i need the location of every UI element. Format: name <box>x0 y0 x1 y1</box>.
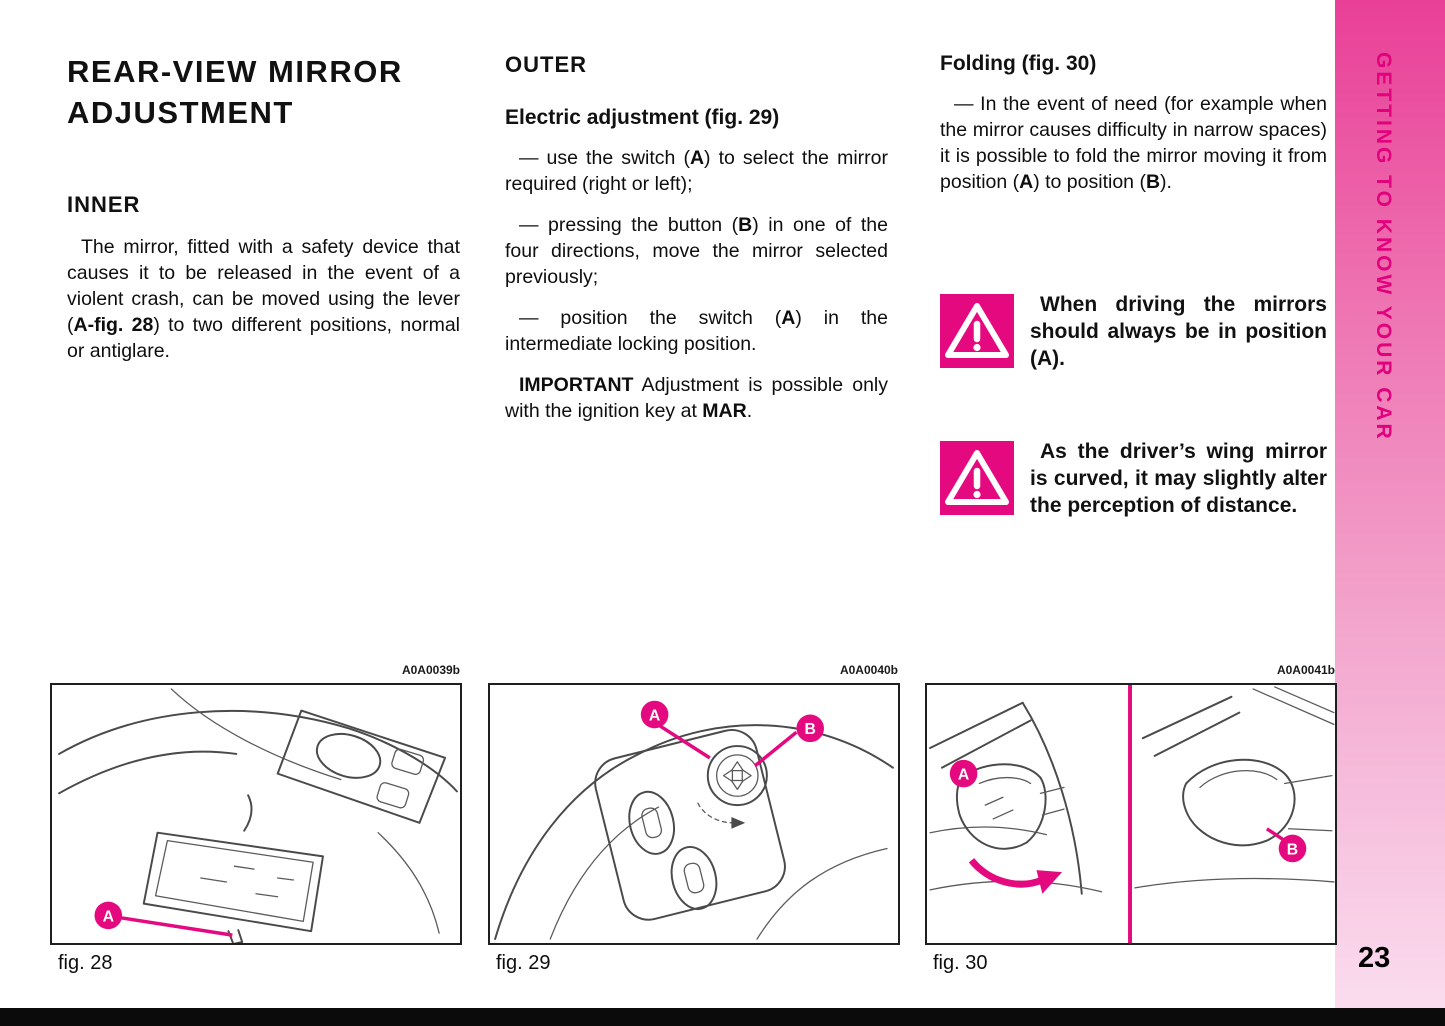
callout-a: A <box>949 759 978 788</box>
electric-adjustment-heading: Electric adjustment (fig. 29) <box>505 106 780 129</box>
folding-paragraph: — In the event of need (for example when… <box>940 93 1327 193</box>
callout-a-label: A <box>958 767 969 784</box>
callout-b: B <box>753 714 824 768</box>
warning-text-2: As the driver’s wing mirror is curved, i… <box>1030 440 1327 517</box>
figure-29-caption: fig. 29 <box>496 952 551 974</box>
figure-29-frame: A B <box>488 683 900 945</box>
folded-mirror-view <box>929 701 1103 895</box>
chapter-tab-label: GETTING TO KNOW YOUR CAR <box>1372 52 1395 442</box>
switch-plate <box>594 729 786 921</box>
figure-30-caption: fig. 30 <box>933 952 988 974</box>
divider-line <box>1128 685 1132 943</box>
callout-b-label: B <box>805 721 816 738</box>
warning-note-2: As the driver’s wing mirror is curved, i… <box>940 438 1327 519</box>
window-switches <box>628 790 718 911</box>
callout-a: A <box>94 901 233 937</box>
outer-paragraph-3: — position the switch (A) in the interme… <box>505 307 888 355</box>
warning-triangle-icon <box>940 441 1014 515</box>
column-outer: OUTER Electric adjustment (fig. 29) — us… <box>505 52 888 424</box>
interior-mirror <box>142 794 324 943</box>
folding-heading: Folding (fig. 30) <box>940 52 1097 75</box>
figure-29: A0A0040b <box>488 663 900 975</box>
outer-paragraph-important: IMPORTANT Adjustment is possible only wi… <box>505 374 888 422</box>
column-folding: Folding (fig. 30) — In the event of need… <box>940 52 1327 519</box>
callout-a-label: A <box>649 707 660 724</box>
inner-paragraph: The mirror, fitted with a safety device … <box>67 235 460 362</box>
figure-30-frame: A B <box>925 683 1337 945</box>
inner-heading: INNER <box>67 191 141 217</box>
figure-28-caption: fig. 28 <box>58 952 113 974</box>
headliner-lines <box>58 688 458 934</box>
callout-a-label: A <box>103 908 114 925</box>
column-inner: REAR-VIEW MIRROR ADJUSTMENT INNER The mi… <box>67 52 460 364</box>
door-armrest-lines <box>494 724 894 941</box>
section-title: REAR-VIEW MIRROR ADJUSTMENT <box>67 54 403 130</box>
callout-a: A <box>640 700 711 760</box>
figure-28-code: A0A0039b <box>401 663 460 677</box>
callout-b: B <box>1265 827 1307 863</box>
figure-28: A0A0039b <box>50 663 462 975</box>
figure-30-code: A0A0041b <box>1276 663 1335 677</box>
chapter-tab: GETTING TO KNOW YOUR CAR <box>1335 0 1445 1026</box>
figure-30: A0A0041b <box>925 663 1337 975</box>
figure-29-code: A0A0040b <box>839 663 898 677</box>
fold-arrow <box>968 857 1044 888</box>
callout-b-label: B <box>1287 841 1298 858</box>
door-switch-panel-drawing: A B <box>494 700 894 941</box>
outer-paragraph-2: — pressing the button (B) in one of the … <box>505 214 888 288</box>
normal-mirror-view <box>1134 686 1335 889</box>
wing-mirror-folding-drawing: A B <box>929 685 1335 943</box>
overhead-console <box>276 709 447 824</box>
mirror-adjust-knob <box>697 745 768 829</box>
interior-mirror-drawing: A <box>58 688 458 943</box>
page-number: 23 <box>1358 942 1391 974</box>
outer-paragraph-1: — use the switch (A) to select the mirro… <box>505 147 888 195</box>
warning-text-1: When driving the mirrors should always b… <box>1030 293 1327 370</box>
page-bottom-bar <box>0 1008 1445 1026</box>
warning-triangle-icon <box>940 294 1014 368</box>
warning-note-1: When driving the mirrors should always b… <box>940 291 1327 372</box>
outer-heading: OUTER <box>505 52 587 77</box>
figure-28-frame: A <box>50 683 462 945</box>
